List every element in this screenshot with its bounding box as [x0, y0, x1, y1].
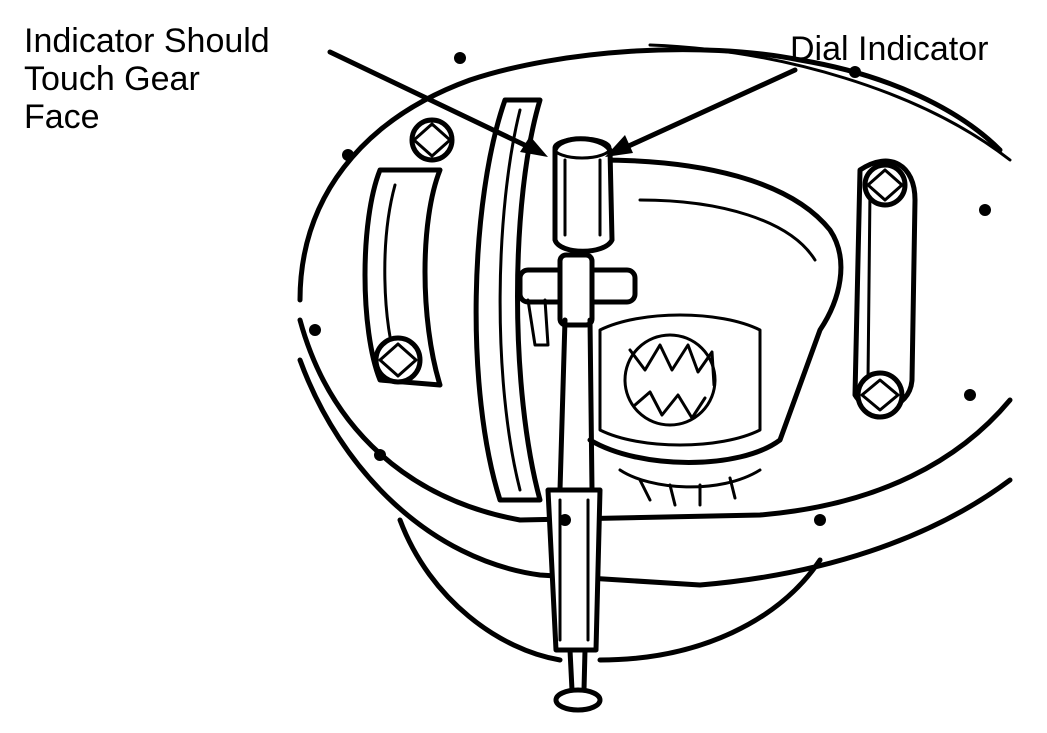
- lower-gear: [618, 468, 762, 507]
- indicator-base-rod: [545, 487, 603, 713]
- callout-line-3: Face: [24, 98, 100, 136]
- callout-line-1: Indicator Should: [24, 22, 270, 60]
- housing-hole: [814, 514, 826, 526]
- bolt-bottom-left: [373, 335, 423, 385]
- spider-gear: [623, 333, 717, 427]
- differential-case: [587, 157, 844, 465]
- housing-hole: [849, 66, 861, 78]
- housing-outer-arc: [648, 43, 1012, 162]
- housing-hole: [964, 389, 976, 401]
- housing-hole: [454, 52, 466, 64]
- housing-bottom-bowl: [397, 517, 823, 663]
- housing-hole: [342, 149, 354, 161]
- housing-hole: [979, 204, 991, 216]
- housing-hole: [559, 514, 571, 526]
- bolt-top-right: [862, 162, 908, 208]
- indicator-clamp: [517, 252, 638, 347]
- bolt-top-left: [409, 117, 455, 163]
- case-pocket: [598, 313, 762, 447]
- housing-hole: [309, 324, 321, 336]
- housing-lower-lip: [297, 317, 1013, 523]
- dial-indicator-body: [552, 136, 615, 254]
- callout-line-2: Touch Gear: [24, 60, 200, 98]
- ring-gear-face: [498, 108, 522, 492]
- housing-outline: [297, 47, 1003, 303]
- ring-gear: [473, 97, 543, 503]
- callout-dial-indicator: Dial Indicator: [790, 30, 989, 68]
- case-inner-curve: [638, 198, 817, 262]
- housing-bottom-flange: [297, 357, 1013, 588]
- left-bearing-cap: [362, 167, 443, 388]
- bolt-bottom-right: [855, 370, 905, 420]
- housing-hole: [374, 449, 386, 461]
- arrow-indicator-should-touch: [327, 49, 548, 157]
- indicator-stem: [557, 317, 595, 493]
- callout-indicator-should-touch-gear-face: Indicator Should Touch Gear Face: [24, 22, 270, 136]
- arrow-dial-indicator: [605, 67, 798, 157]
- right-bearing-cap-inner: [866, 188, 872, 382]
